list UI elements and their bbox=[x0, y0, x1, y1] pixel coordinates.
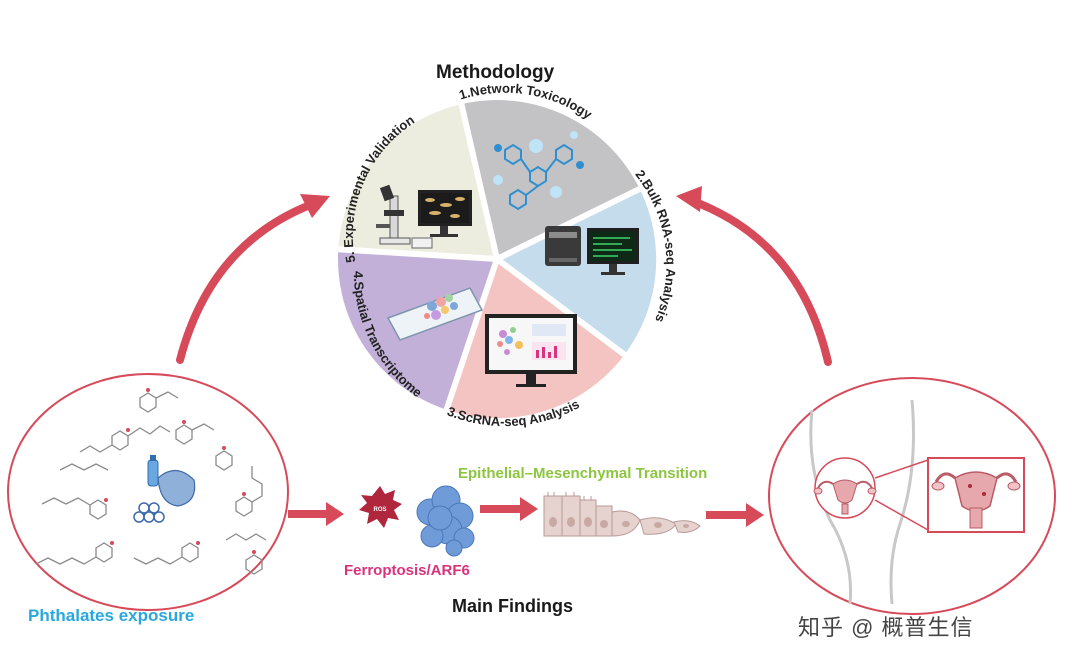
segment-network-toxicology bbox=[461, 100, 640, 259]
left-curved-arrow bbox=[176, 194, 330, 364]
right-curved-arrow bbox=[676, 186, 832, 366]
spatial-slide-icon bbox=[386, 287, 484, 341]
arrow-to-uterus bbox=[706, 503, 764, 527]
arrow-to-emt bbox=[480, 497, 538, 521]
molecule-network-icon bbox=[493, 131, 584, 211]
uterus-small-icon bbox=[813, 479, 877, 515]
arf6-protein-icon bbox=[416, 485, 475, 557]
ferroptosis-label: Ferroptosis/ARF6 bbox=[344, 562, 470, 579]
main-findings-title: Main Findings bbox=[452, 596, 573, 616]
emt-cells-icon bbox=[543, 492, 701, 537]
methodology-wheel: 1.Network Toxicology 2.Bulk RNA-seq Anal… bbox=[338, 81, 678, 429]
phthalates-exposure-label: Phthalates exposure bbox=[28, 606, 195, 625]
watermark-text: 知乎 @ 概普生信 bbox=[798, 615, 974, 640]
uterus-panel bbox=[768, 377, 1056, 615]
methodology-title: Methodology bbox=[436, 62, 555, 83]
ros-label: ROS bbox=[373, 507, 386, 513]
plastic-items-icon bbox=[133, 455, 196, 523]
uterus-zoom-icon bbox=[931, 471, 1021, 529]
scrna-monitor-icon bbox=[485, 314, 577, 387]
arrow-to-ros bbox=[288, 502, 344, 526]
sequencer-icon bbox=[545, 226, 639, 275]
emt-label: Epithelial–Mesenchymal Transition bbox=[458, 465, 708, 482]
microscope-icon bbox=[376, 184, 472, 249]
ros-burst-icon: ROS bbox=[359, 486, 402, 528]
phthalates-panel bbox=[7, 373, 289, 611]
